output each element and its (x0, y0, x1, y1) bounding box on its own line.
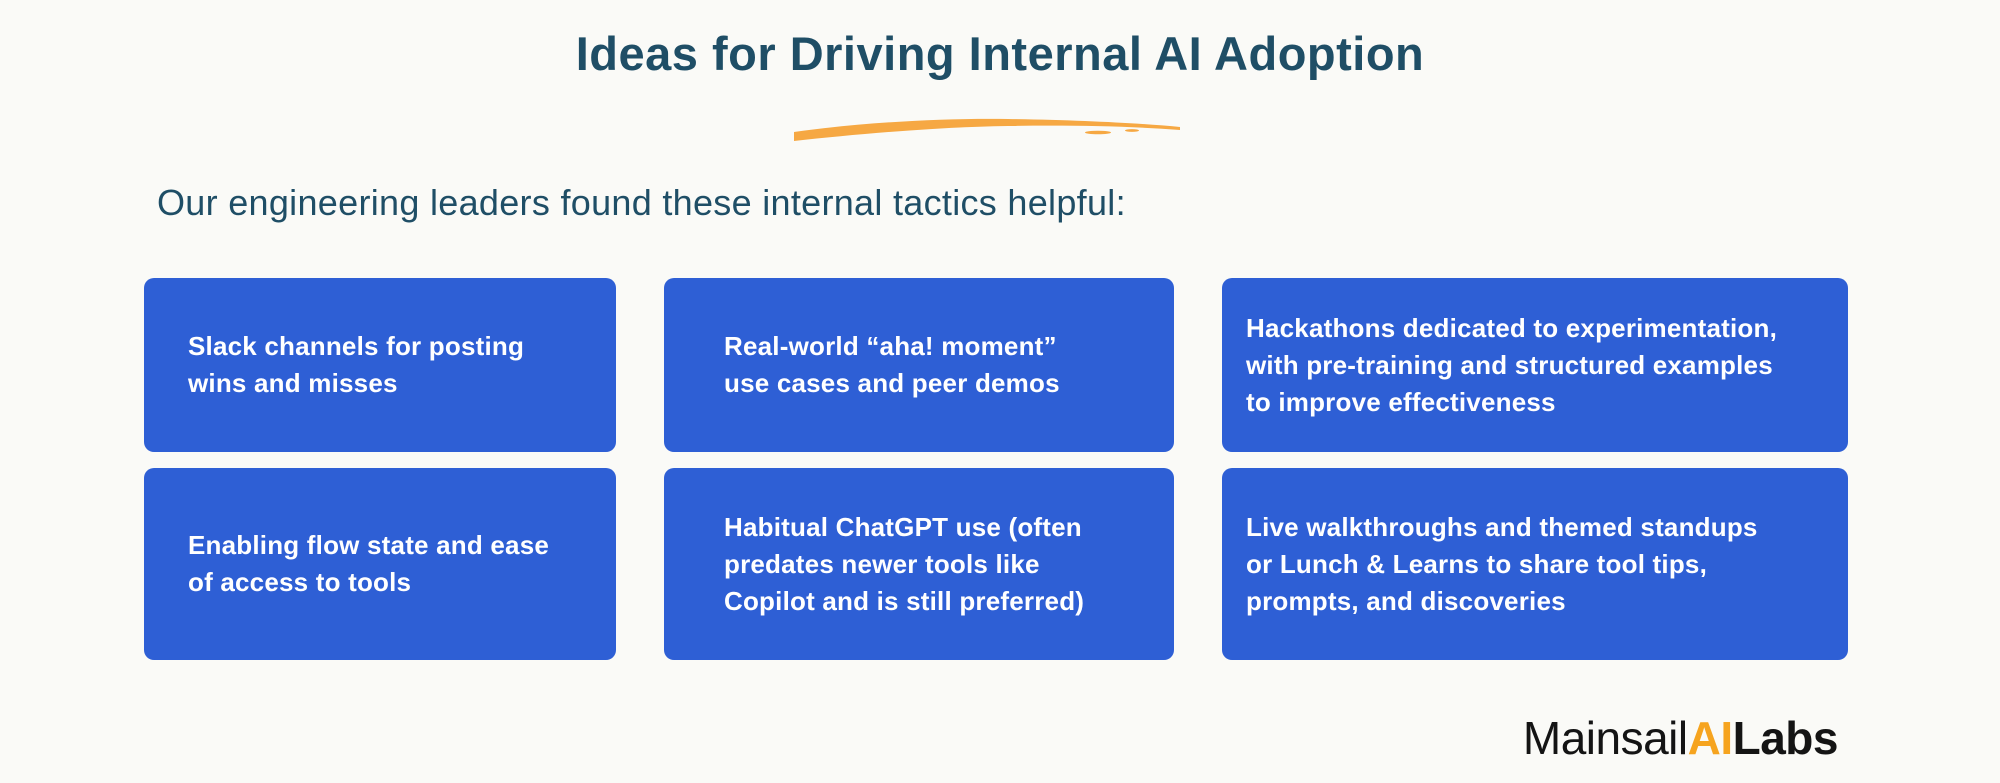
card-text: Real-world “aha! moment” use cases and p… (724, 331, 1060, 398)
card-aha-moment-demos: Real-world “aha! moment” use cases and p… (664, 278, 1174, 452)
cards-grid: Slack channels for posting wins and miss… (144, 278, 1848, 660)
mainsail-ai-labs-logo: MainsailAILabs (1522, 712, 1839, 764)
card-flow-state: Enabling flow state and ease of access t… (144, 468, 616, 660)
card-text: Slack channels for posting wins and miss… (188, 331, 525, 398)
page-title: Ideas for Driving Internal AI Adoption (575, 27, 1425, 80)
subtitle: Our engineering leaders found these inte… (157, 182, 1126, 223)
card-text: Hackathons dedicated to experimentation,… (1246, 312, 1778, 417)
swoosh-stroke (794, 118, 1180, 141)
logo-ai: AI (1687, 712, 1734, 764)
logo-mainsail: Mainsail (1522, 712, 1688, 764)
swoosh-speck (1085, 130, 1111, 135)
swoosh-speck (1125, 129, 1139, 132)
logo-labs: Labs (1732, 712, 1839, 764)
card-text: Enabling flow state and ease of access t… (188, 530, 550, 597)
card-hackathons: Hackathons dedicated to experimentation,… (1222, 278, 1848, 452)
card-text: Live walkthroughs and themed standups or… (1246, 511, 1758, 616)
card-text: Habitual ChatGPT use (often predates new… (724, 511, 1085, 616)
card-habitual-chatgpt: Habitual ChatGPT use (often predates new… (664, 468, 1174, 660)
card-slack-channels: Slack channels for posting wins and miss… (144, 278, 616, 452)
card-live-walkthroughs: Live walkthroughs and themed standups or… (1222, 468, 1848, 660)
title-underline-swoosh-icon (794, 118, 1180, 141)
